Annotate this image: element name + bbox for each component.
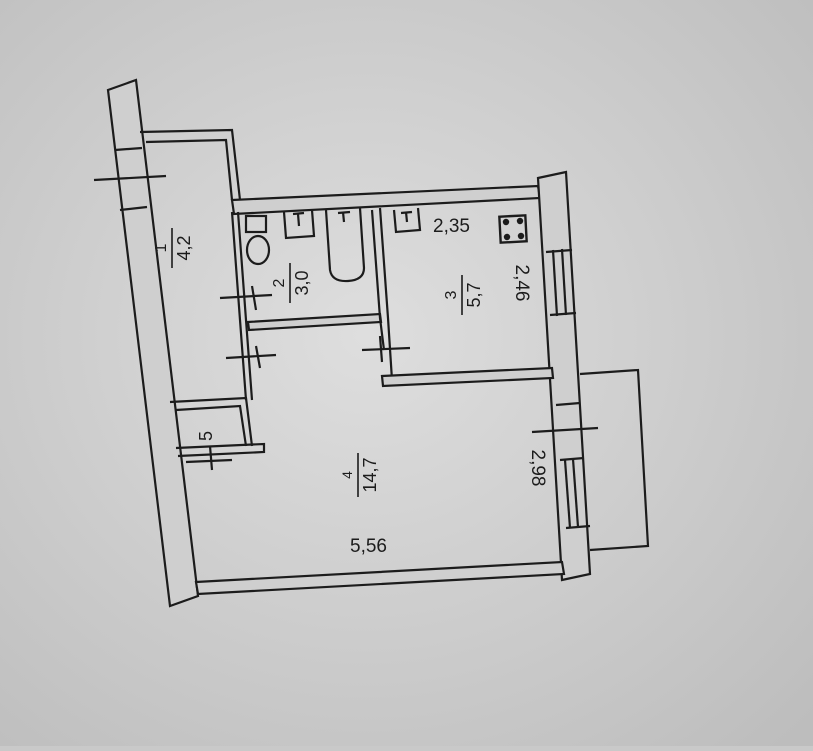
stove-burner — [502, 218, 510, 226]
wall-kitchen-bottom — [380, 366, 555, 388]
bathtub — [324, 207, 366, 283]
window-line — [119, 205, 148, 212]
room-label-4: 4 14,7 — [339, 453, 380, 497]
wall-pantry-top — [169, 396, 254, 447]
door-mark — [378, 335, 384, 363]
wall-corridor-top — [139, 128, 242, 201]
window-line — [545, 248, 573, 254]
door-mark — [531, 426, 599, 434]
stove-burner — [516, 217, 524, 225]
wall-pantry-inner — [175, 404, 248, 447]
room-number: 5 — [196, 431, 216, 441]
dimension-room-length: 5,56 — [350, 536, 387, 557]
dimension-room-width: 2,98 — [527, 450, 548, 487]
window-line — [560, 248, 568, 316]
window-line — [559, 456, 585, 462]
door-mark — [254, 345, 262, 369]
room-area: 5,7 — [464, 282, 484, 307]
stove-burner — [517, 232, 525, 240]
room-label-5: 5 — [196, 431, 216, 441]
room-number: 4 — [339, 471, 355, 479]
window-line — [555, 401, 581, 407]
exterior-wall-right — [536, 170, 592, 582]
wall-bath-kitchen — [370, 209, 386, 351]
plan-linework — [93, 78, 650, 608]
stove-burner — [503, 233, 511, 241]
toilet-tank — [244, 214, 268, 234]
stove — [498, 214, 528, 244]
toilet-bowl — [245, 234, 271, 266]
kitchen-sink-tap — [400, 210, 413, 215]
room-number: 1 — [153, 243, 170, 252]
wall-corridor-bath-inner — [230, 211, 248, 401]
dimension-kitchen-length: 2,35 — [433, 216, 470, 237]
kitchen-sink — [392, 207, 422, 234]
door-mark — [225, 353, 277, 360]
kitchen-sink-tap — [404, 211, 409, 223]
wall-bath-kitchen-right — [378, 207, 394, 381]
exterior-wall-left — [106, 78, 200, 608]
window-line — [114, 146, 143, 152]
door-mark — [361, 346, 411, 352]
room-label-2: 2 3,0 — [271, 263, 312, 303]
wall-pantry-bottom — [175, 442, 266, 458]
sink-tap — [296, 213, 301, 227]
door-mark — [185, 458, 233, 464]
room-number: 2 — [271, 278, 288, 287]
window-line — [563, 459, 572, 529]
door-mark — [208, 445, 214, 471]
bathtub-tap — [337, 210, 351, 215]
room-area: 14,7 — [360, 457, 380, 492]
door-mark — [219, 293, 273, 300]
window-line — [565, 524, 591, 530]
door-mark — [93, 174, 167, 182]
exterior-wall-bottom — [194, 560, 566, 596]
door-mark — [250, 285, 258, 311]
sink-tap — [292, 211, 305, 216]
room-area: 3,0 — [292, 270, 312, 295]
wall-corridor-top-inner — [145, 138, 234, 201]
room-number: 3 — [443, 290, 460, 299]
room-area: 4,2 — [174, 235, 194, 260]
room-label-1: 1 4,2 — [153, 228, 194, 268]
window-line — [551, 249, 559, 317]
stove-burners — [502, 217, 525, 241]
bathroom-sink — [282, 209, 316, 240]
wall-corridor-bath — [236, 211, 254, 401]
balcony-outline — [579, 368, 650, 552]
room-label-3: 3 5,7 — [443, 275, 484, 315]
dimension-kitchen-width: 2,46 — [511, 265, 532, 302]
window-line — [549, 311, 577, 317]
window-line — [571, 458, 580, 528]
